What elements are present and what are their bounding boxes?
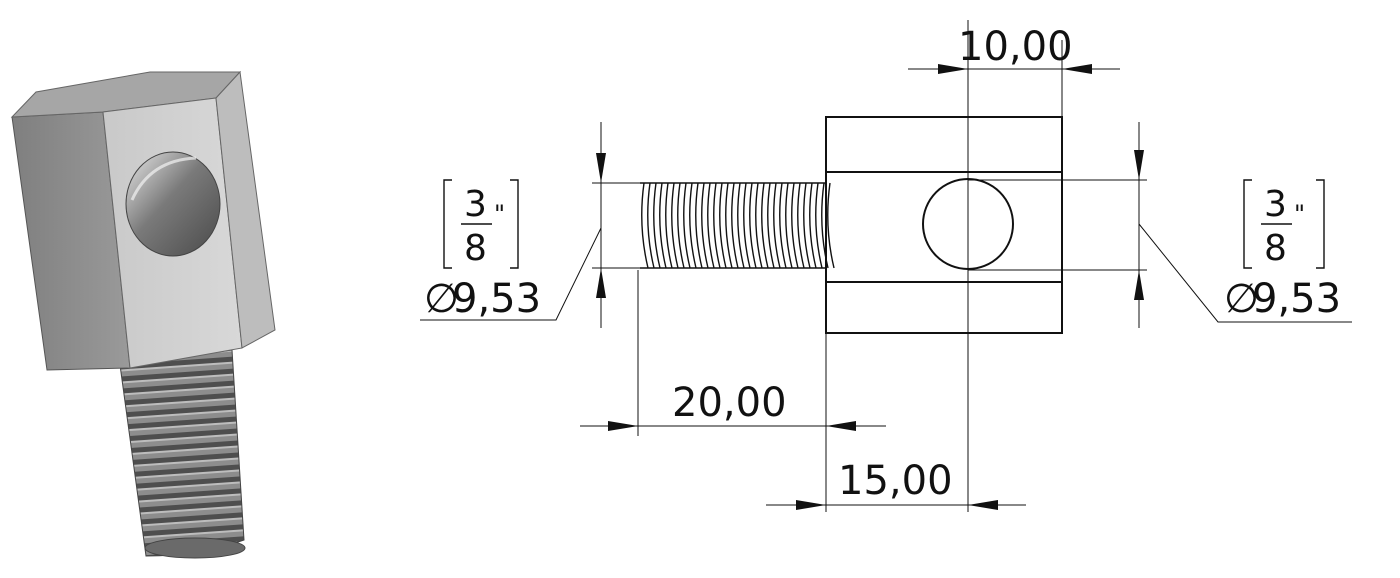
- right-fraction-bracket: [1243, 179, 1325, 269]
- orthographic-view: [420, 20, 1352, 512]
- left-fraction-denominator: 8: [464, 228, 487, 269]
- right-fraction-denominator: 8: [1264, 228, 1287, 269]
- dim-top-width-label: 10,00: [958, 24, 1073, 70]
- iso-thread-end: [144, 537, 246, 559]
- iso-thread-shank: [119, 349, 245, 557]
- thread-lines: [641, 182, 835, 269]
- right-inch-mark: ": [1294, 200, 1305, 228]
- threaded-eye-bolt-3d-icon: [10, 70, 276, 559]
- left-diameter-symbol: ∅: [424, 276, 459, 322]
- right-diameter-symbol: ∅: [1224, 276, 1259, 322]
- left-diameter-value: 9,53: [452, 276, 541, 322]
- right-diameter-value: 9,53: [1252, 276, 1341, 322]
- right-fraction-numerator: 3: [1264, 184, 1287, 225]
- dim-thread-length-label: 20,00: [672, 380, 787, 426]
- dim-center-offset-label: 15,00: [838, 458, 953, 504]
- left-fraction-numerator: 3: [464, 184, 487, 225]
- left-fraction-bracket: [443, 179, 519, 269]
- block-outline: [825, 116, 1063, 334]
- left-inch-mark: ": [494, 200, 505, 228]
- thread-shank: [640, 182, 835, 269]
- iso-cross-hole: [125, 151, 221, 257]
- iso-block-chamfer-face: [215, 70, 276, 349]
